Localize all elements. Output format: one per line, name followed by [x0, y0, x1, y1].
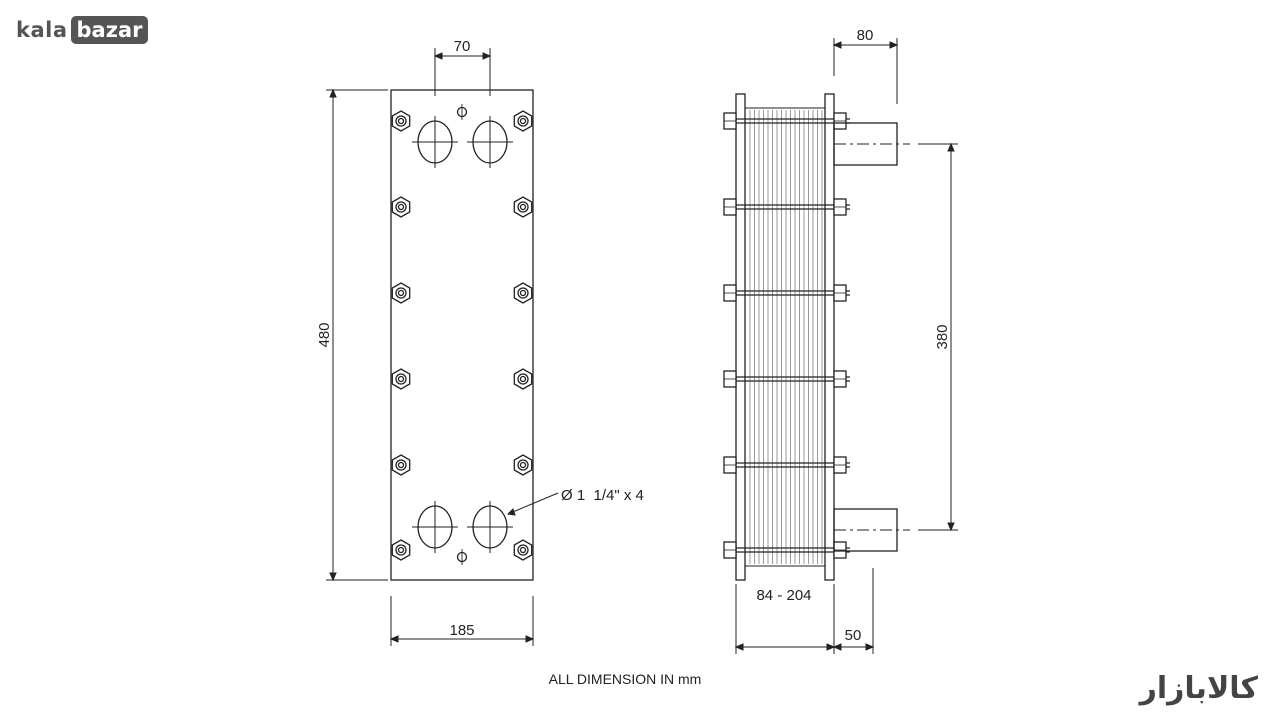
dim-port-spacing — [433, 48, 492, 96]
tie-bolt — [723, 370, 850, 388]
nozzle-bottom — [833, 508, 910, 552]
label-height: 480 — [316, 322, 333, 347]
bolt-nut — [391, 539, 411, 561]
label-nozzle-length: 80 — [857, 27, 874, 44]
plate-lines — [749, 110, 823, 564]
bolt-nut — [391, 110, 411, 132]
port-bottom-left — [412, 501, 458, 553]
label-port-spacing: 70 — [454, 38, 471, 55]
label-port-callout: Ø 1 1/4" x 4 — [561, 487, 644, 504]
tie-bolt — [723, 541, 850, 559]
dim-nozzle-length — [832, 38, 899, 104]
fixed-frame — [735, 93, 746, 581]
dim-width — [389, 596, 535, 646]
brand-logo: kala bazar — [16, 16, 149, 44]
port-bottom-right — [467, 501, 513, 553]
port-leader — [506, 492, 559, 516]
front-bolts — [391, 110, 533, 561]
bolt-nut — [391, 196, 411, 218]
brand-bazar: bazar — [70, 16, 149, 44]
tie-bolt — [723, 456, 850, 474]
side-view — [723, 38, 958, 654]
bolt-nut — [513, 282, 533, 304]
tie-bolt — [723, 284, 850, 302]
bolt-nut — [391, 454, 411, 476]
front-plate — [390, 89, 534, 581]
label-nozzle-offset: 50 — [845, 627, 862, 644]
label-pack-length: 84 - 204 — [756, 587, 811, 604]
plate-pack — [744, 107, 826, 567]
footer-note: ALL DIMENSION IN mm — [549, 671, 702, 687]
tie-bolt — [723, 198, 850, 216]
dim-pack-length — [734, 568, 875, 654]
bolt-nut — [391, 282, 411, 304]
bolt-nut — [513, 110, 533, 132]
port-top-left — [412, 116, 458, 168]
guide-hole-top — [456, 104, 468, 120]
bolt-nut — [513, 196, 533, 218]
front-view — [326, 48, 559, 646]
bolt-nut — [513, 368, 533, 390]
brand-logo-fa: کالابازار — [1139, 671, 1258, 706]
bolt-nut — [391, 368, 411, 390]
tie-bolt — [723, 112, 850, 130]
bolt-nut — [513, 454, 533, 476]
bolt-nut — [513, 539, 533, 561]
dim-height — [326, 88, 388, 582]
pressure-plate — [824, 93, 835, 581]
brand-kala: kala — [16, 18, 68, 42]
label-width: 185 — [449, 622, 474, 639]
dim-port-distance — [918, 142, 958, 532]
port-top-right — [467, 116, 513, 168]
guide-hole-bottom — [456, 549, 468, 565]
nozzle-top — [833, 122, 910, 166]
label-port-distance: 380 — [934, 324, 951, 349]
tie-bolts — [723, 112, 850, 559]
